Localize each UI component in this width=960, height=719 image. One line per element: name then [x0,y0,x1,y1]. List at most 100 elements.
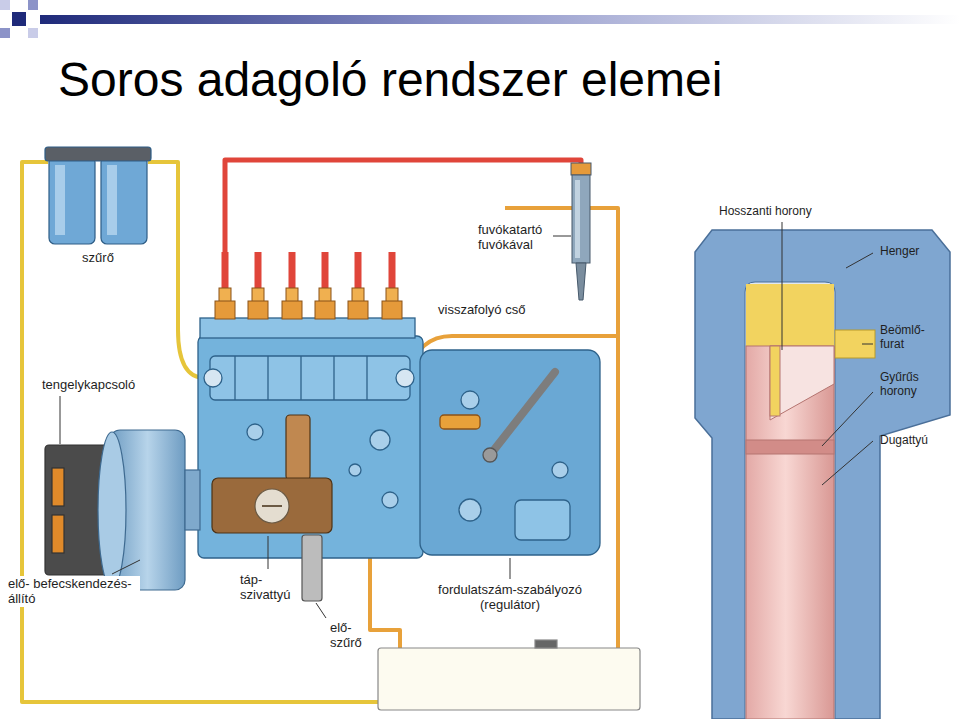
feed-pump-part [262,505,282,507]
pump-element-section-part [746,440,834,454]
feed-pump-part [302,535,322,601]
slide-decoration-part [28,28,38,38]
injection-pump-part [210,356,410,400]
fuel-tank-part [535,640,557,648]
delivery-fittings-part [255,252,262,290]
part-label: Beömlő- furat [878,323,931,351]
delivery-fittings-part [348,301,368,319]
part-label: fuvókatartó fuvókával [476,222,549,253]
injection-pump-part [234,356,235,400]
coupling [45,430,200,590]
injection-pump-part [461,391,479,409]
delivery-fittings-part [286,288,298,302]
injection-pump-part [515,500,570,540]
injection-pump-part [267,356,268,400]
leader-lines [60,222,873,618]
part-label: elő- szűrő [328,620,368,651]
fuel-tank [378,640,640,710]
slide-decoration-part [12,12,26,26]
part-label: visszafolyó cső [436,302,527,317]
filter-part [55,165,65,235]
delivery-fittings-part [289,252,296,290]
part-label: elő- befecskendezés-állító [6,576,140,607]
fuel-lines-part [148,162,205,378]
injection-pump-part [204,369,222,387]
delivery-fittings-part [389,252,396,290]
delivery-fittings-part [222,252,229,290]
delivery-fittings-part [319,288,331,302]
delivery-fittings-part [352,288,364,302]
part-label: táp- szivattyú [238,572,297,603]
slide-title: Soros adagoló rendszer elemei [58,52,722,107]
injector-part [571,163,591,175]
filter-part [45,147,151,161]
pump-element-section-part [770,346,834,420]
leader-lines-part [782,222,783,350]
filter-part [107,165,117,235]
delivery-fittings [215,252,402,319]
part-label: szűrő [80,250,116,265]
pump-element-section-part [835,330,875,358]
delivery-fittings-part [248,301,268,319]
injection-pump-part [396,369,414,387]
pump-element-section-part [746,284,834,346]
filter [45,147,151,244]
injection-pump-part [490,372,555,455]
delivery-fittings-part [252,288,264,302]
fuel-lines-part [370,556,400,648]
injector-part [572,175,590,263]
feed-pump-part [212,478,332,533]
slide-decoration-part [28,0,38,10]
part-label: Gyűrűs horony [878,370,925,398]
injector [571,163,591,300]
part-label: fordulatszám-szabályozó (regulátor) [434,582,586,613]
injection-pump-part [200,318,415,338]
filter-part [49,156,95,244]
injection-pump [198,318,600,558]
leader-lines-part [862,344,873,345]
leader-lines-part [60,396,61,444]
slide-decoration-part [0,0,10,10]
coupling-part [52,468,64,506]
delivery-fittings-part [322,252,329,290]
filter-part [101,156,147,244]
part-label: Dugattyú [878,433,930,447]
pump-element-section [695,230,950,719]
leader-lines-part [112,560,140,574]
pump-element-section-part [745,282,835,719]
injection-pump-part [459,499,481,521]
coupling-part [52,515,64,553]
feed-pump-part [286,415,310,480]
injection-pump-part [300,356,301,400]
injection-pump-part [420,350,600,555]
coupling-part [98,432,126,588]
delivery-fittings-part [315,301,335,319]
injection-pump-part [382,492,398,508]
injection-pump-part [333,356,334,400]
injector-part [575,180,580,258]
injection-pump-part [483,448,497,462]
delivery-fittings-part [215,301,235,319]
pump-element-section-part [746,346,834,719]
part-label: Henger [878,244,921,258]
delivery-fittings-part [282,301,302,319]
leader-lines-part [553,236,571,237]
pump-element-section-part [770,346,780,416]
coupling-part [185,470,200,530]
leader-lines-part [822,392,873,446]
delivery-fittings-part [382,301,402,319]
delivery-fittings-part [386,288,398,302]
injector-part [576,263,586,300]
part-label: tengelykapcsoló [40,377,137,392]
injection-pump-part [198,336,423,558]
leader-lines-part [822,441,873,485]
injection-pump-part [247,424,263,440]
fuel-tank-part [378,648,640,710]
injection-pump-part [552,462,568,478]
injection-pump-part [440,415,480,429]
injection-pump-part [366,356,367,400]
part-label: Hosszanti horony [717,204,814,218]
slide-decoration-part [0,28,10,38]
fuel-lines-part [590,206,618,210]
